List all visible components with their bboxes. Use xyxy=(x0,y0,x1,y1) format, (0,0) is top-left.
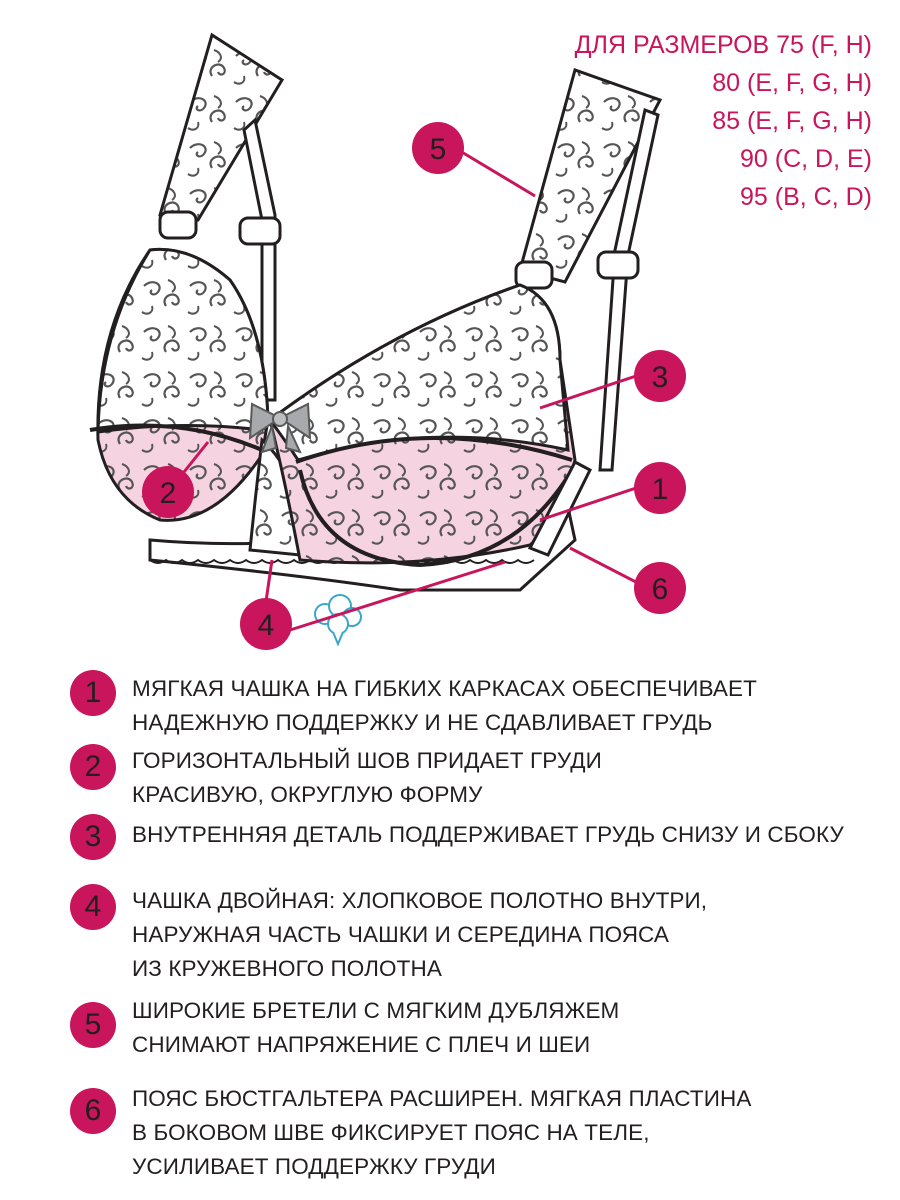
size-line: 80 (E, F, G, H) xyxy=(712,69,872,97)
legend-text: МЯГКАЯ ЧАШКА НА ГИБКИХ КАРКАСАХ ОБЕСПЕЧИ… xyxy=(132,676,757,735)
size-line: ДЛЯ РАЗМЕРОВ 75 (F, H) xyxy=(574,31,872,59)
left-horizontal-seam xyxy=(89,423,263,452)
right-ring xyxy=(514,260,554,290)
legend-badge: 3 xyxy=(70,814,116,860)
size-line: 90 (C, D, E) xyxy=(740,145,872,173)
svg-text:2: 2 xyxy=(160,477,177,510)
size-list: ДЛЯ РАЗМЕРОВ 75 (F, H) 80 (E, F, G, H) 8… xyxy=(452,26,872,216)
svg-text:6: 6 xyxy=(652,573,669,606)
legend-badge: 5 xyxy=(70,1002,116,1048)
size-line: 85 (E, F, G, H) xyxy=(712,107,872,135)
svg-text:3: 3 xyxy=(652,361,669,394)
callout-5: 5 xyxy=(412,122,464,174)
bra-diagram: 5 3 1 2 6 4 xyxy=(89,32,686,650)
legend-text: ШИРОКИЕ БРЕТЕЛИ С МЯГКИМ ДУБЛЯЖЕМ СНИМАЮ… xyxy=(132,998,620,1057)
legend-text: ГОРИЗОНТАЛЬНЫЙ ШОВ ПРИДАЕТ ГРУДИ КРАСИВУ… xyxy=(132,748,602,807)
right-slider xyxy=(596,250,640,280)
legend-badge: 4 xyxy=(70,884,116,930)
legend-text: ПОЯС БЮСТГАЛЬТЕРА РАСШИРЕН. МЯГКАЯ ПЛАСТ… xyxy=(132,1086,752,1179)
right-cup-upper xyxy=(267,283,570,462)
callout-4: 4 xyxy=(240,598,292,650)
callout-2: 2 xyxy=(142,466,194,518)
right-back-strap xyxy=(598,107,660,472)
left-slider xyxy=(238,216,282,246)
callout-1: 1 xyxy=(634,462,686,514)
legend-badge: 2 xyxy=(70,744,116,790)
cotton-icon xyxy=(314,594,362,647)
size-line: 95 (B, C, D) xyxy=(740,183,872,211)
right-horizontal-seam xyxy=(295,436,573,464)
legend-text: ЧАШКА ДВОЙНАЯ: ХЛОПКОВОЕ ПОЛОТНО ВНУТРИ,… xyxy=(132,888,708,981)
svg-text:5: 5 xyxy=(430,133,447,166)
svg-text:4: 4 xyxy=(258,609,275,642)
right-underwire xyxy=(298,463,577,568)
callout-6-leader xyxy=(569,546,637,584)
legend-badge: 1 xyxy=(70,670,116,716)
callout-4-leader-b xyxy=(289,560,506,632)
bow-icon xyxy=(248,402,312,454)
left-cup-upper xyxy=(96,247,270,434)
callout-6: 6 xyxy=(634,562,686,614)
callout-5-leader xyxy=(454,146,536,198)
legend-badge: 6 xyxy=(70,1088,116,1134)
legend-text: ВНУТРЕННЯЯ ДЕТАЛЬ ПОДДЕРЖИВАЕТ ГРУДЬ СНИ… xyxy=(132,822,844,847)
callout-1-leader xyxy=(539,486,637,522)
callout-3-leader xyxy=(539,374,637,410)
left-ring xyxy=(158,210,198,240)
svg-text:1: 1 xyxy=(652,473,669,506)
callout-3: 3 xyxy=(634,350,686,402)
